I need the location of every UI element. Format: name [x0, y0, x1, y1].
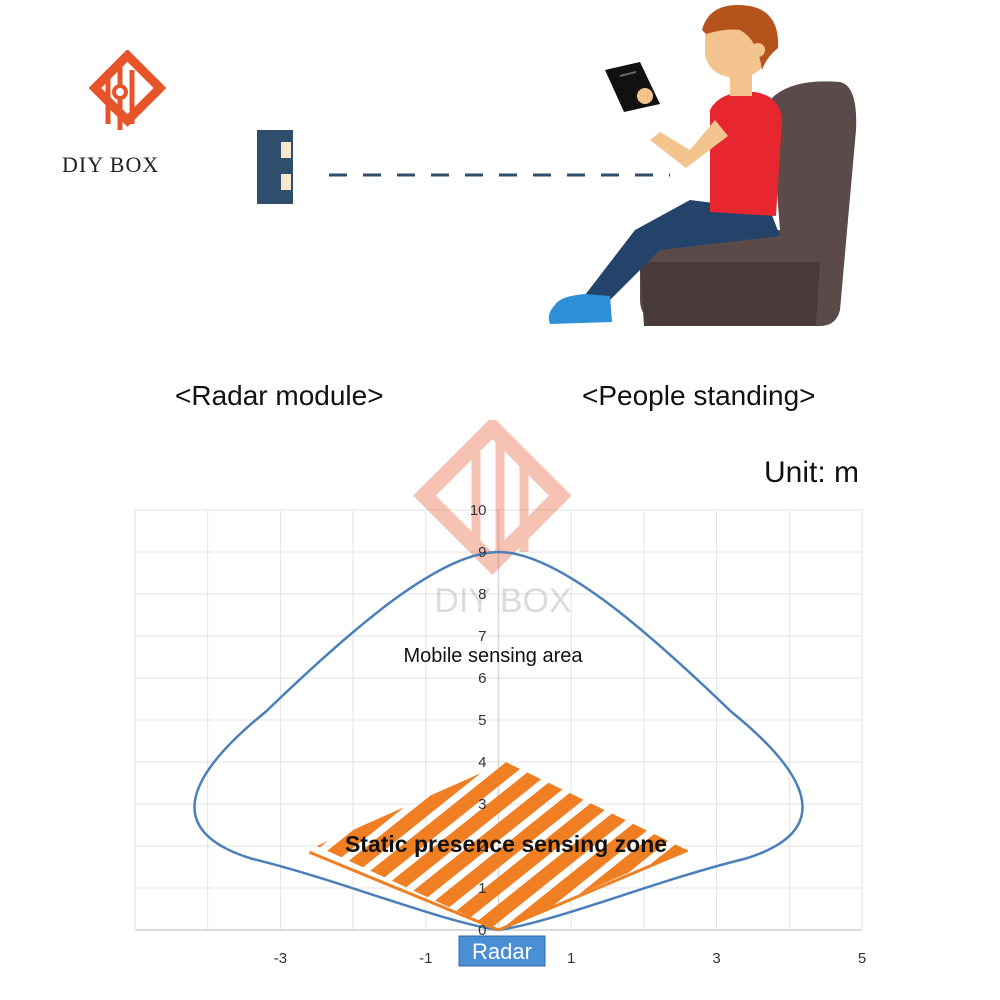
y-tick-label: 9: [478, 544, 486, 561]
radar-origin-box: [458, 935, 546, 967]
hatch-stripe: [316, 762, 361, 930]
hatch-stripe: [670, 762, 688, 930]
hatch-stripe: [364, 762, 688, 930]
y-tick-label: 4: [478, 754, 486, 771]
hatch-stripe: [316, 762, 463, 930]
y-tick-label: 1: [478, 880, 486, 897]
people-standing-caption: <People standing>: [582, 380, 816, 411]
watermark-logo: DIY BOX: [413, 420, 572, 620]
y-tick-label: 8: [478, 586, 486, 603]
y-tick-label: 7: [478, 628, 486, 645]
hatch-stripe: [432, 762, 688, 930]
x-tick-label: -3: [274, 950, 287, 967]
unit-label: Unit: m: [764, 456, 860, 489]
hatch-stripe: [316, 762, 327, 930]
static-presence-sensing-zone-label: Static presence sensing zone: [345, 831, 667, 857]
hatch-stripe: [398, 762, 688, 930]
x-tick-label: 1: [567, 950, 575, 967]
y-tick-label: 3: [478, 796, 486, 813]
y-tick-label: 6: [478, 670, 486, 687]
hatch-stripe: [316, 762, 429, 930]
x-tick-label: 5: [858, 950, 866, 967]
hatch-stripe: [568, 762, 688, 930]
mobile-sensing-area-outline: [193, 550, 804, 932]
static-zone-edge-right: [497, 848, 689, 932]
hatch-stripe: [316, 762, 688, 930]
hatch-stripe: [316, 762, 688, 930]
hatch-stripe: [534, 762, 688, 930]
y-tick-label: 5: [478, 712, 486, 729]
mobile-sensing-area-label: Mobile sensing area: [404, 645, 584, 667]
y-tick-label: 2: [478, 838, 486, 855]
y-tick-label: 10: [470, 502, 487, 519]
y-tick-label: 0: [478, 922, 486, 939]
hatch-stripe: [636, 762, 688, 930]
hatch-stripe: [330, 762, 688, 930]
x-tick-label: -1: [419, 950, 432, 967]
hatch-stripe: [316, 762, 395, 930]
detection-line: [329, 173, 670, 177]
sensing-range-chart: DIY BOX -3 -1 1 3 5 0 1 2 3 4 5 6 7 8 9 10 Radar Mobile…: [134, 420, 866, 967]
radar-module-icon: [257, 130, 293, 204]
radar-origin-label: Radar: [472, 939, 532, 964]
hatch-stripe: [316, 762, 688, 930]
hatch-stripe: [602, 762, 688, 930]
diy-box-logo: [88, 50, 167, 130]
hatch-stripe: [316, 762, 667, 930]
watermark-text: DIY BOX: [434, 582, 571, 620]
x-tick-label: 3: [712, 950, 720, 967]
person-reading-icon: [548, 5, 857, 326]
logo-text: DIY BOX: [62, 152, 160, 177]
radar-module-caption: <Radar module>: [175, 380, 384, 411]
static-zone-edge-left: [308, 850, 500, 932]
